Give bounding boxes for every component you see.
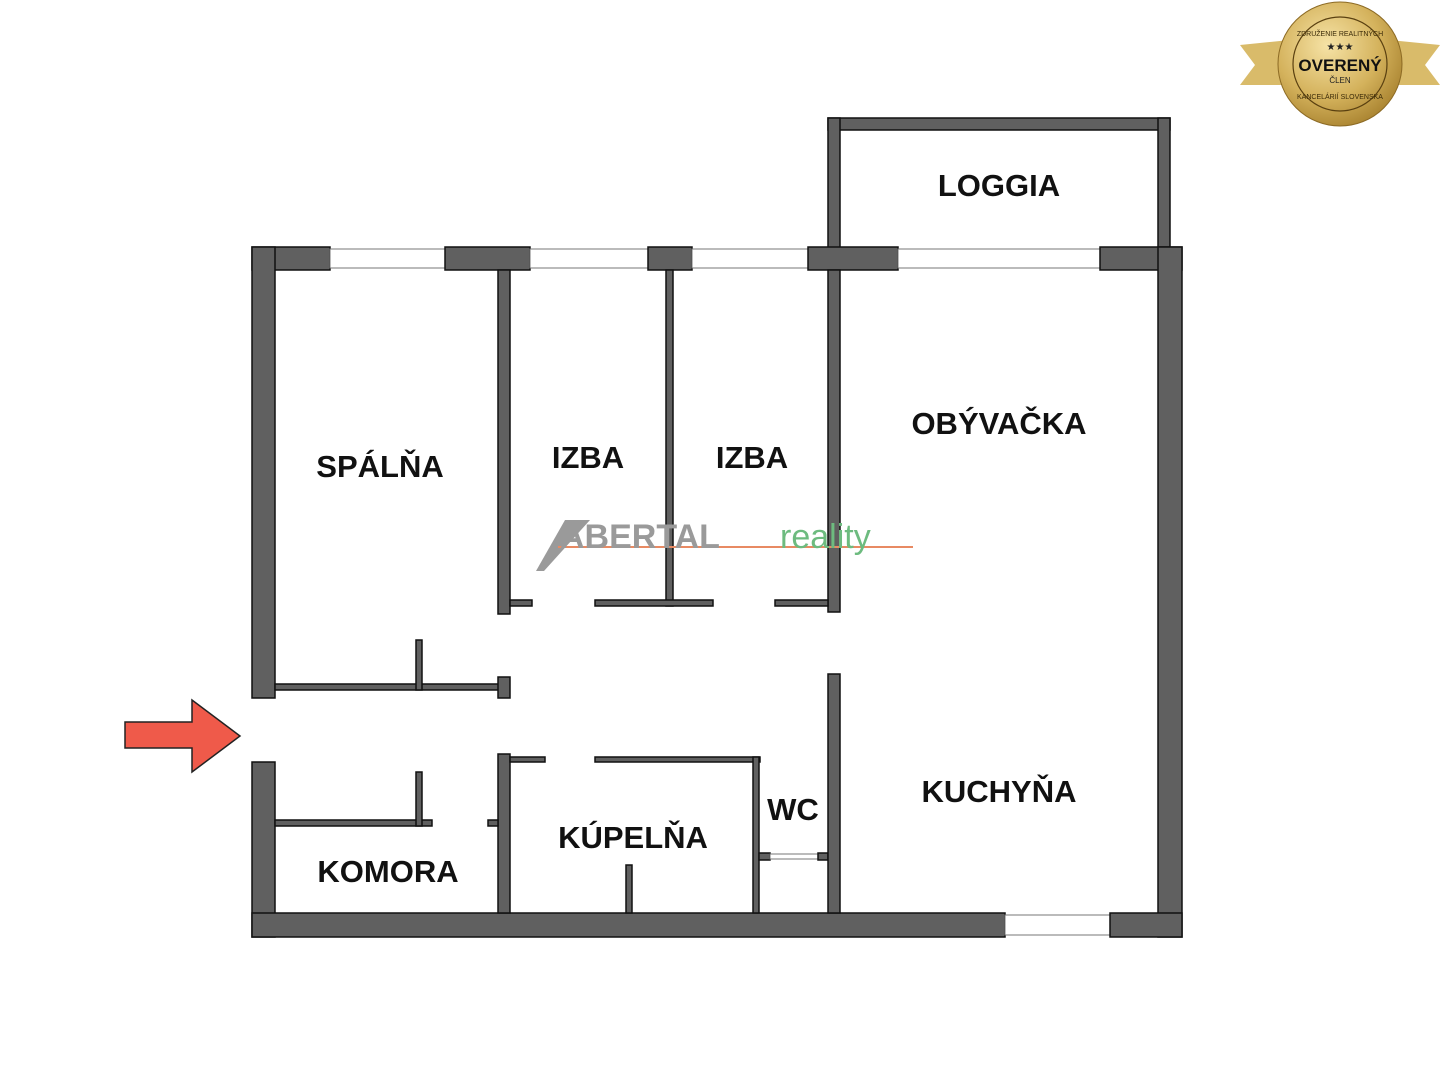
badge-subtitle: ČLEN <box>1329 76 1351 85</box>
logo-underline <box>558 546 913 548</box>
watermark-logo: ABERTAL reality <box>536 518 913 571</box>
logo-roof-icon <box>536 520 590 571</box>
badge-stars-icon: ★★★ <box>1327 42 1354 53</box>
badge-arc-top: ZDRUŽENIE REALITNÝCH <box>1297 29 1383 38</box>
badge-title: OVERENÝ <box>1298 56 1382 75</box>
badge-arc-bottom: KANCELÁRIÍ SLOVENSKA <box>1297 92 1383 101</box>
verified-member-badge: ZDRUŽENIE REALITNÝCH ★★★ OVERENÝ ČLEN KA… <box>1240 1 1440 127</box>
room-label-kuchyna: KUCHYŇA <box>922 773 1077 809</box>
entrance-arrow-icon <box>124 698 242 774</box>
room-label-kupelna: KÚPELŇA <box>558 819 708 855</box>
room-label-izba-1: IZBA <box>552 440 624 475</box>
walls <box>251 117 1183 938</box>
room-label-obyvacka: OBÝVAČKA <box>911 405 1086 441</box>
room-label-izba-2: IZBA <box>716 440 788 475</box>
room-label-loggia: LOGGIA <box>938 168 1060 203</box>
room-label-komora: KOMORA <box>317 854 458 889</box>
logo-brand: ABERTAL <box>560 518 720 556</box>
room-label-wc: WC <box>767 792 819 827</box>
logo-suffix: reality <box>780 518 871 556</box>
room-label-spalna: SPÁLŇA <box>316 448 443 484</box>
room-labels: LOGGIA SPÁLŇA IZBA IZBA OBÝVAČKA KUCHYŇA… <box>316 168 1086 889</box>
